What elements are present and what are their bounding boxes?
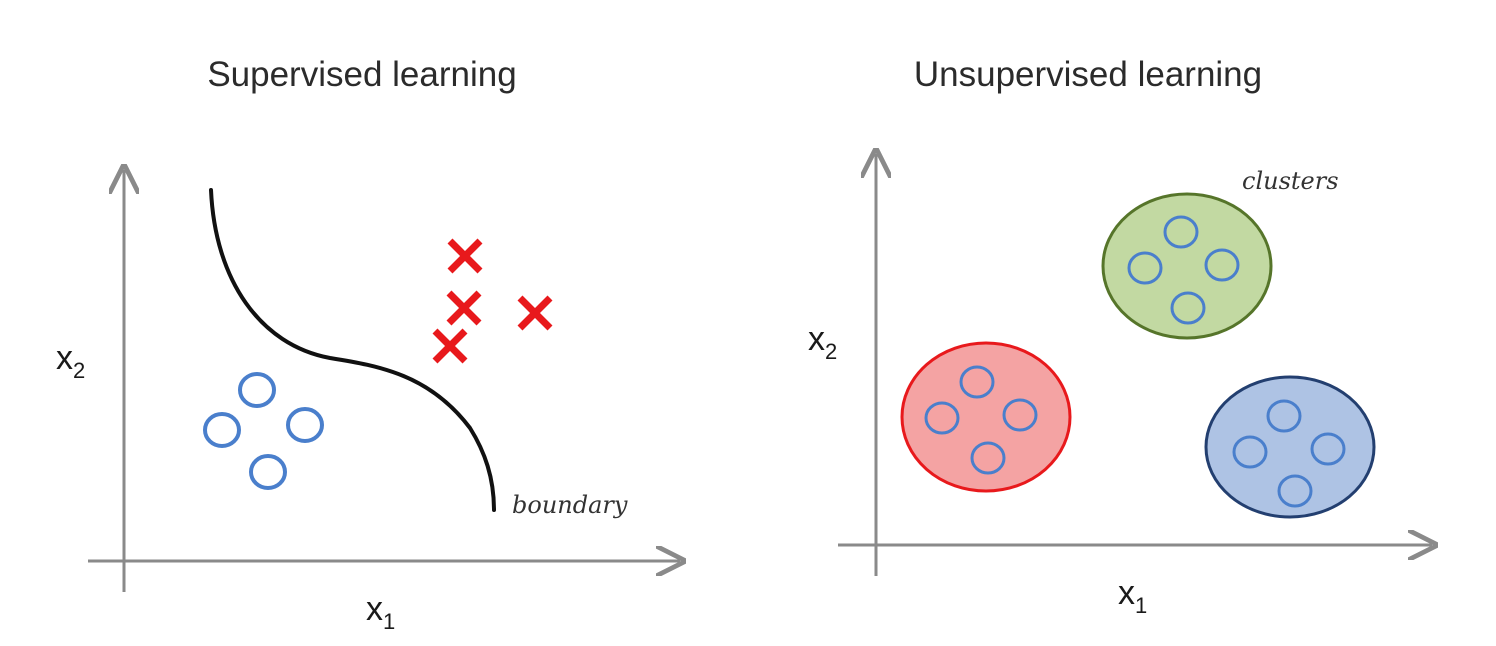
supervised-panel: Supervised learning x2 x1 boundary [56,55,680,634]
unsupervised-x-axis-label: x1 [1118,574,1147,618]
circle-marker-icon [959,365,995,399]
cluster-red [900,341,1072,493]
circle-marker-icon [1163,215,1199,249]
unsupervised-panel: Unsupervised learning x2 x1 clusters [808,55,1432,618]
supervised-y-axis-label: x2 [56,339,85,383]
cluster-blue [1204,375,1376,519]
cluster-green [1101,192,1273,340]
cross-marker-icon [432,328,468,364]
class-x-points [432,238,553,364]
circle-marker-icon [1170,291,1206,325]
decision-boundary [209,188,496,512]
circle-marker-icon [1232,435,1268,469]
circle-marker-icon [924,401,960,435]
cross-marker-icon [446,290,482,326]
circle-marker-icon [249,454,287,490]
circle-marker-icon [1002,398,1038,432]
unsupervised-y-axis-label: x2 [808,320,837,364]
circle-marker-icon [238,372,276,408]
cluster-blue-boundary [1204,375,1376,519]
cross-marker-icon [517,295,553,331]
circle-marker-icon [1266,399,1302,433]
unsupervised-title: Unsupervised learning [914,55,1262,94]
supervised-x-axis-label: x1 [366,590,395,634]
cross-marker-icon [447,238,483,274]
circle-marker-icon [1204,248,1240,282]
circle-marker-icon [1277,474,1313,508]
circle-marker-icon [970,441,1006,475]
clusters [900,192,1376,519]
supervised-title: Supervised learning [207,55,516,94]
cluster-green-boundary [1101,192,1273,340]
cluster-red-boundary [900,341,1072,493]
circle-marker-icon [1310,432,1346,466]
boundary-label: boundary [512,491,628,519]
class-o-points [203,372,324,490]
circle-marker-icon [203,412,241,448]
circle-marker-icon [286,407,324,443]
clusters-label: clusters [1242,167,1339,195]
circle-marker-icon [1127,251,1163,285]
